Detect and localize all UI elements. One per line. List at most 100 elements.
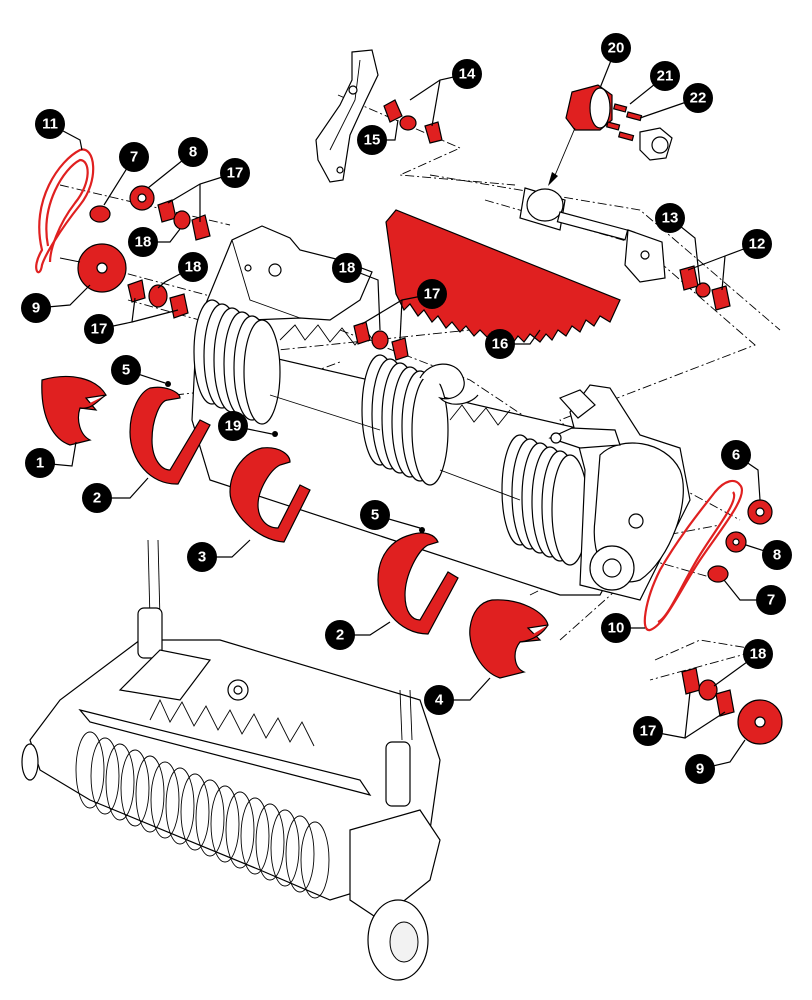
- callout-number: 13: [662, 210, 679, 227]
- callout-c9a: 9: [21, 293, 51, 323]
- left-drive-parts: [35, 148, 211, 319]
- callout-number: 17: [424, 286, 441, 303]
- callout-number: 9: [696, 761, 704, 778]
- callout-c18d: 18: [743, 639, 773, 669]
- callout-number: 2: [93, 490, 101, 507]
- callout-number: 15: [364, 132, 381, 149]
- callout-c8a: 8: [178, 137, 208, 167]
- callout-c19: 19: [218, 411, 248, 441]
- callout-c21: 21: [650, 61, 680, 91]
- callout-c2b: 2: [325, 620, 355, 650]
- guard-part-3: [229, 447, 311, 543]
- comb-bar-part-16: [385, 209, 621, 345]
- callout-number: 6: [732, 447, 740, 464]
- callout-number: 17: [91, 321, 108, 338]
- callout-circle: [178, 137, 208, 167]
- callout-circle: [119, 142, 149, 172]
- callout-c18c: 18: [332, 253, 362, 283]
- callout-number: 4: [435, 692, 444, 709]
- guard-part-2-left: [129, 386, 211, 485]
- callout-c20: 20: [601, 33, 631, 63]
- callout-circle: [756, 585, 786, 615]
- callout-circle: [762, 540, 792, 570]
- callout-c7b: 7: [756, 585, 786, 615]
- guard-part-1: [41, 375, 107, 446]
- callout-c1: 1: [25, 448, 55, 478]
- callout-number: 7: [767, 592, 775, 609]
- callout-number: 18: [185, 259, 202, 276]
- right-drive-parts: [643, 479, 783, 745]
- callout-circle: [178, 252, 208, 282]
- upper-middle-washers: [383, 99, 443, 144]
- callout-number: 11: [42, 116, 58, 133]
- callout-c11: 11: [35, 109, 65, 139]
- callout-circle: [218, 411, 248, 441]
- callout-c8b: 8: [762, 540, 792, 570]
- callout-c7a: 7: [119, 142, 149, 172]
- callout-c17a: 17: [220, 158, 250, 188]
- guard-part-2-right: [377, 532, 459, 635]
- callout-c15: 15: [357, 125, 387, 155]
- rotor-discs-left: [193, 299, 281, 425]
- callout-number: 8: [189, 144, 197, 161]
- callout-circle: [683, 83, 713, 113]
- callout-circle: [21, 293, 51, 323]
- callout-c18a: 18: [128, 227, 158, 257]
- callout-c13: 13: [655, 203, 685, 233]
- callout-circle: [601, 613, 631, 643]
- assembled-rotor-discs: [75, 731, 330, 899]
- callout-c5b: 5: [360, 500, 390, 530]
- callout-c18b: 18: [178, 252, 208, 282]
- callout-number: 5: [122, 362, 130, 379]
- callout-c16: 16: [485, 329, 515, 359]
- callout-circle: [25, 448, 55, 478]
- callout-circle: [84, 314, 114, 344]
- callout-c2a: 2: [82, 483, 112, 513]
- callout-c10: 10: [601, 613, 631, 643]
- callout-circle: [452, 59, 482, 89]
- rotor-discs-middle: [361, 354, 449, 486]
- callout-circle: [35, 109, 65, 139]
- callout-circle: [111, 355, 141, 385]
- callout-number: 16: [492, 336, 509, 353]
- callout-circle: [742, 229, 772, 259]
- callout-circle: [485, 329, 515, 359]
- callout-circle: [128, 227, 158, 257]
- callout-c14: 14: [452, 59, 482, 89]
- guard-part-4: [469, 599, 549, 679]
- callout-number: 1: [36, 455, 44, 472]
- callout-c17c: 17: [84, 314, 114, 344]
- right-upper-washers: [679, 265, 731, 311]
- callout-c12: 12: [742, 229, 772, 259]
- callout-circle: [601, 33, 631, 63]
- callout-number: 14: [459, 66, 476, 83]
- callout-circle: [417, 279, 447, 309]
- callout-circle: [633, 716, 663, 746]
- assembled-machine-view: [21, 539, 441, 981]
- callout-circle: [357, 125, 387, 155]
- callout-c17b: 17: [417, 279, 447, 309]
- callout-number: 18: [135, 234, 152, 251]
- callout-circle: [655, 203, 685, 233]
- callout-circle: [187, 542, 217, 572]
- callout-number: 17: [227, 165, 244, 182]
- callout-number: 18: [339, 260, 356, 277]
- callout-c6: 6: [721, 440, 751, 470]
- callout-circle: [721, 440, 751, 470]
- callout-number: 20: [608, 40, 625, 57]
- callout-circle: [650, 61, 680, 91]
- rotor-assembly-upper: [191, 225, 691, 601]
- drive-shaft-assembly: [519, 84, 673, 283]
- callout-c3: 3: [187, 542, 217, 572]
- callout-c9b: 9: [685, 754, 715, 784]
- rotor-discs-right: [501, 434, 589, 566]
- callout-number: 18: [750, 646, 767, 663]
- callout-number: 8: [773, 547, 781, 564]
- callout-circle: [332, 253, 362, 283]
- callout-circle: [325, 620, 355, 650]
- callout-number: 21: [657, 68, 674, 85]
- top-arm-bracket: [315, 49, 379, 183]
- callout-circle: [220, 158, 250, 188]
